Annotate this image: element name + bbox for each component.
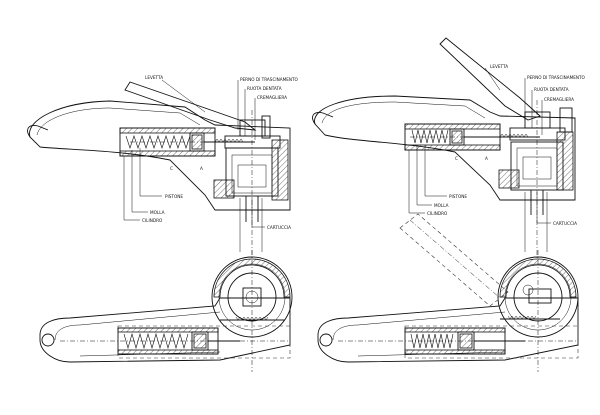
chamber-mark-a-2: A <box>485 156 488 161</box>
lever <box>124 81 257 131</box>
plan-front-pivot-2 <box>319 333 333 347</box>
mixer-body-outline-2 <box>314 95 576 201</box>
lever-raised <box>439 37 541 121</box>
side-section-right: C A LEVETTA PERNO DI TRASCINAMENTO RUOTA… <box>312 37 586 260</box>
label-ruota: RUOTA DENTATA <box>247 86 282 91</box>
plan-shaft-2 <box>528 288 552 304</box>
plan-front-pivot <box>41 333 55 347</box>
label-ruota-2: RUOTA DENTATA <box>534 87 569 92</box>
label-cartuccia-2: CARTUCCIA <box>553 221 577 226</box>
label-molla-2: MOLLA <box>434 203 449 208</box>
label-levetta: LEVETTA <box>145 75 163 80</box>
label-molla: MOLLA <box>150 210 165 215</box>
chamber-mark-a: A <box>200 166 203 171</box>
label-pistone-2: PISTONE <box>449 194 467 199</box>
gear-wheel <box>239 119 266 137</box>
lever-ghost-rotated <box>399 213 509 307</box>
plan-view-right <box>317 213 579 372</box>
chamber-mark-c-2: C <box>455 156 458 161</box>
plan-view-left <box>39 250 293 372</box>
body-wall-bottom <box>213 179 235 199</box>
plan-body-outline-2 <box>317 297 579 363</box>
label-cilindro-2: CILINDRO <box>427 211 448 216</box>
label-cartuccia: CARTUCCIA <box>267 225 291 230</box>
label-cilindro: CILINDRO <box>142 218 163 223</box>
mixer-body-outline <box>29 100 291 211</box>
side-section-left: C A LEVETTA PERNO DI TRASCINAMENTO RUOTA… <box>27 75 299 260</box>
label-cremagliera: CREMAGLIERA <box>257 95 287 100</box>
label-levetta-2: LEVETTA <box>490 64 508 69</box>
plan-body-outline <box>39 297 291 363</box>
body-wall-right <box>271 139 289 201</box>
label-cremagliera-2: CREMAGLIERA <box>544 97 574 102</box>
label-perno: PERNO DI TRASCINAMENTO <box>240 77 299 82</box>
chamber-mark-c: C <box>170 166 173 171</box>
label-perno-2: PERNO DI TRASCINAMENTO <box>527 75 586 80</box>
label-pistone: PISTONE <box>165 194 183 199</box>
